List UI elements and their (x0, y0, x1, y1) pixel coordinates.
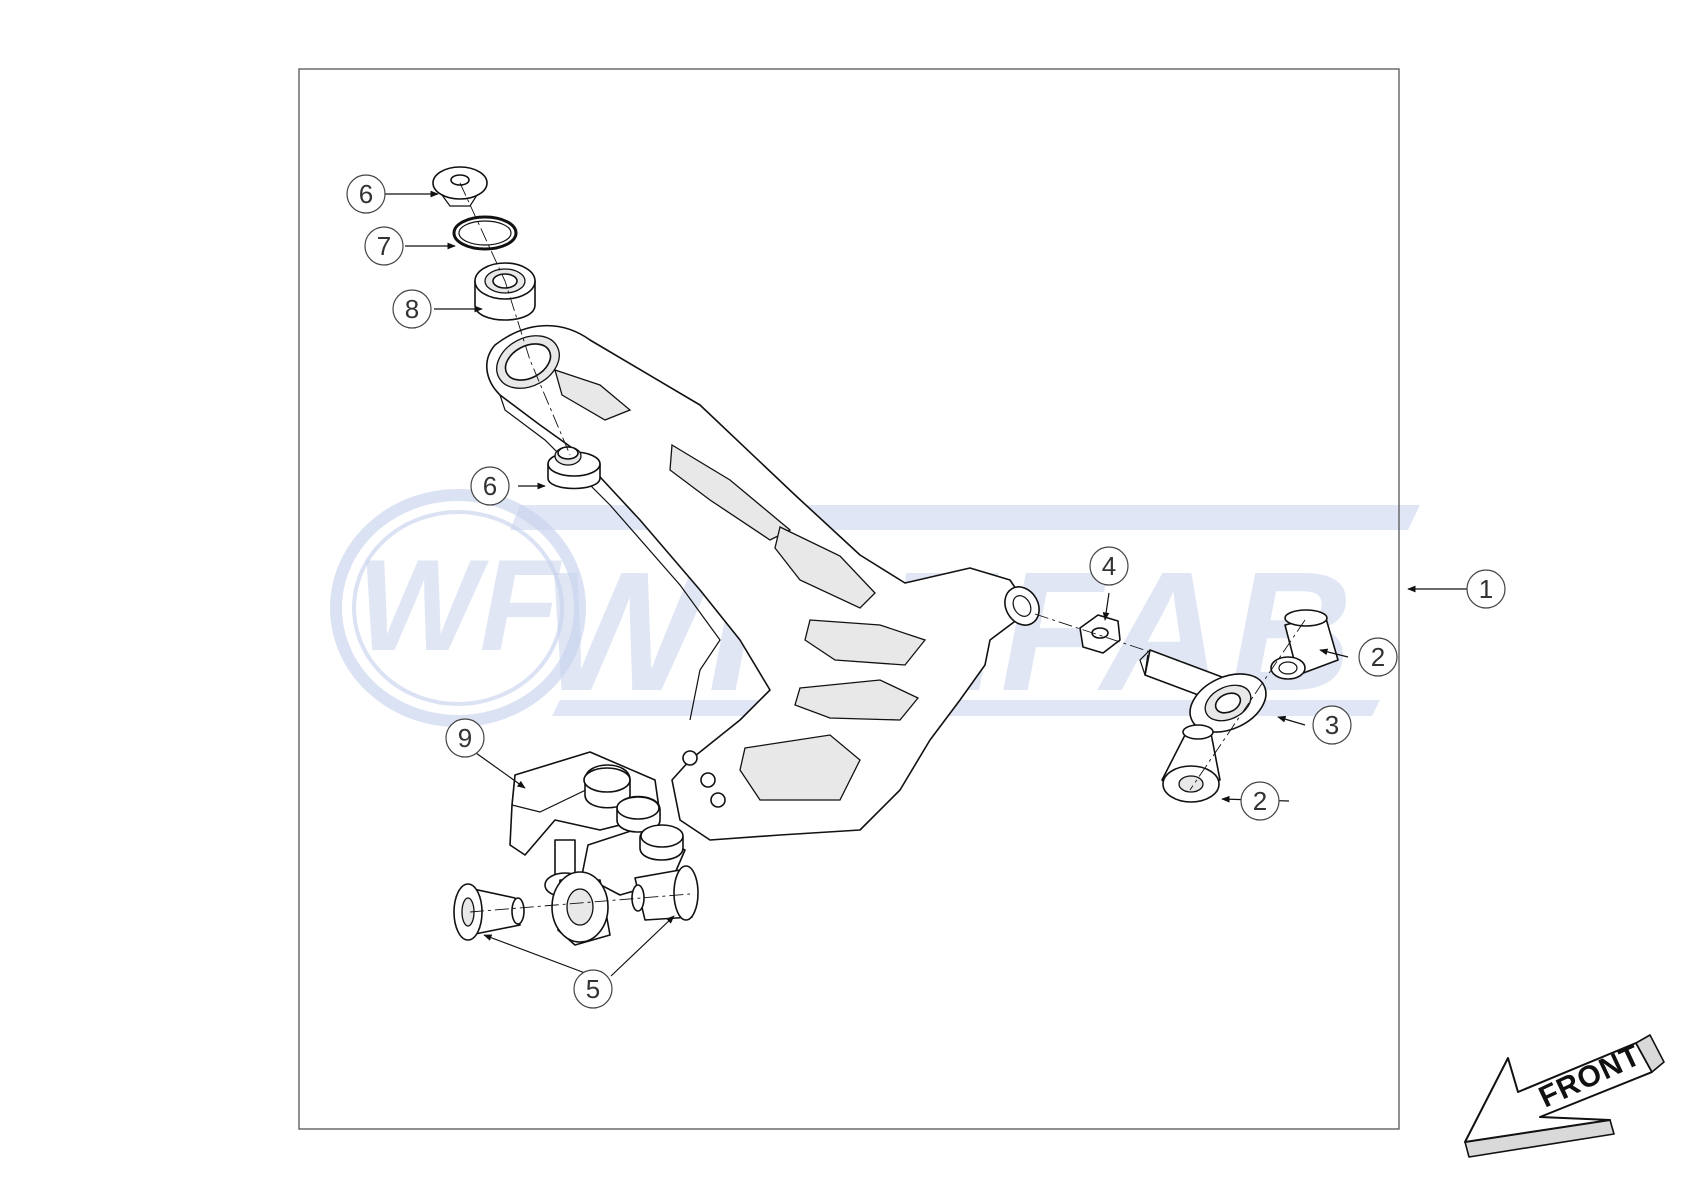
spacer-right (631, 865, 699, 921)
callout-1: 1 (1466, 569, 1506, 609)
rod-end (1139, 649, 1267, 733)
upper-axis-line (459, 182, 571, 456)
spacer-lower-right (1161, 724, 1221, 803)
callout-6-upper: 6 (346, 174, 386, 214)
front-direction-arrow: FRONT (1464, 1034, 1665, 1158)
spherical-bearing (474, 262, 536, 321)
lower-spacer (547, 446, 601, 490)
callout-2-upper-label: 2 (1371, 642, 1385, 672)
callout-8-label: 8 (405, 294, 419, 324)
circlip (452, 215, 518, 251)
callout-9: 9 (445, 718, 485, 758)
callout-5: 5 (573, 969, 613, 1009)
callout-2-lower-label: 2 (1253, 786, 1267, 816)
watermark-monogram: WF (357, 532, 563, 678)
callout-2-upper: 2 (1358, 637, 1398, 677)
callout-4-label: 4 (1102, 551, 1116, 581)
upper-washer (432, 166, 488, 207)
callout-4: 4 (1089, 546, 1129, 586)
callout-3: 3 (1312, 705, 1352, 745)
wishbone-arm (486, 324, 1040, 841)
callout-2-lower: 2 (1240, 781, 1280, 821)
mounting-bracket (509, 751, 686, 946)
drawing-frame (298, 68, 1400, 1130)
callout-1-label: 1 (1479, 574, 1493, 604)
spacer-left (453, 883, 525, 941)
callout-8: 8 (392, 289, 432, 329)
callout-7: 7 (364, 226, 404, 266)
callout-6-lower: 6 (470, 466, 510, 506)
callout-5-label: 5 (586, 974, 600, 1004)
callout-7-label: 7 (377, 231, 391, 261)
callout-6-lower-label: 6 (483, 471, 497, 501)
spacer-axis-line (1189, 619, 1306, 791)
callout-3-label: 3 (1325, 710, 1339, 740)
leader-lines (384, 190, 1467, 977)
lower-axis-line (469, 893, 691, 913)
lock-nut (1079, 614, 1121, 654)
callout-6-upper-label: 6 (359, 179, 373, 209)
callout-9-label: 9 (458, 723, 472, 753)
